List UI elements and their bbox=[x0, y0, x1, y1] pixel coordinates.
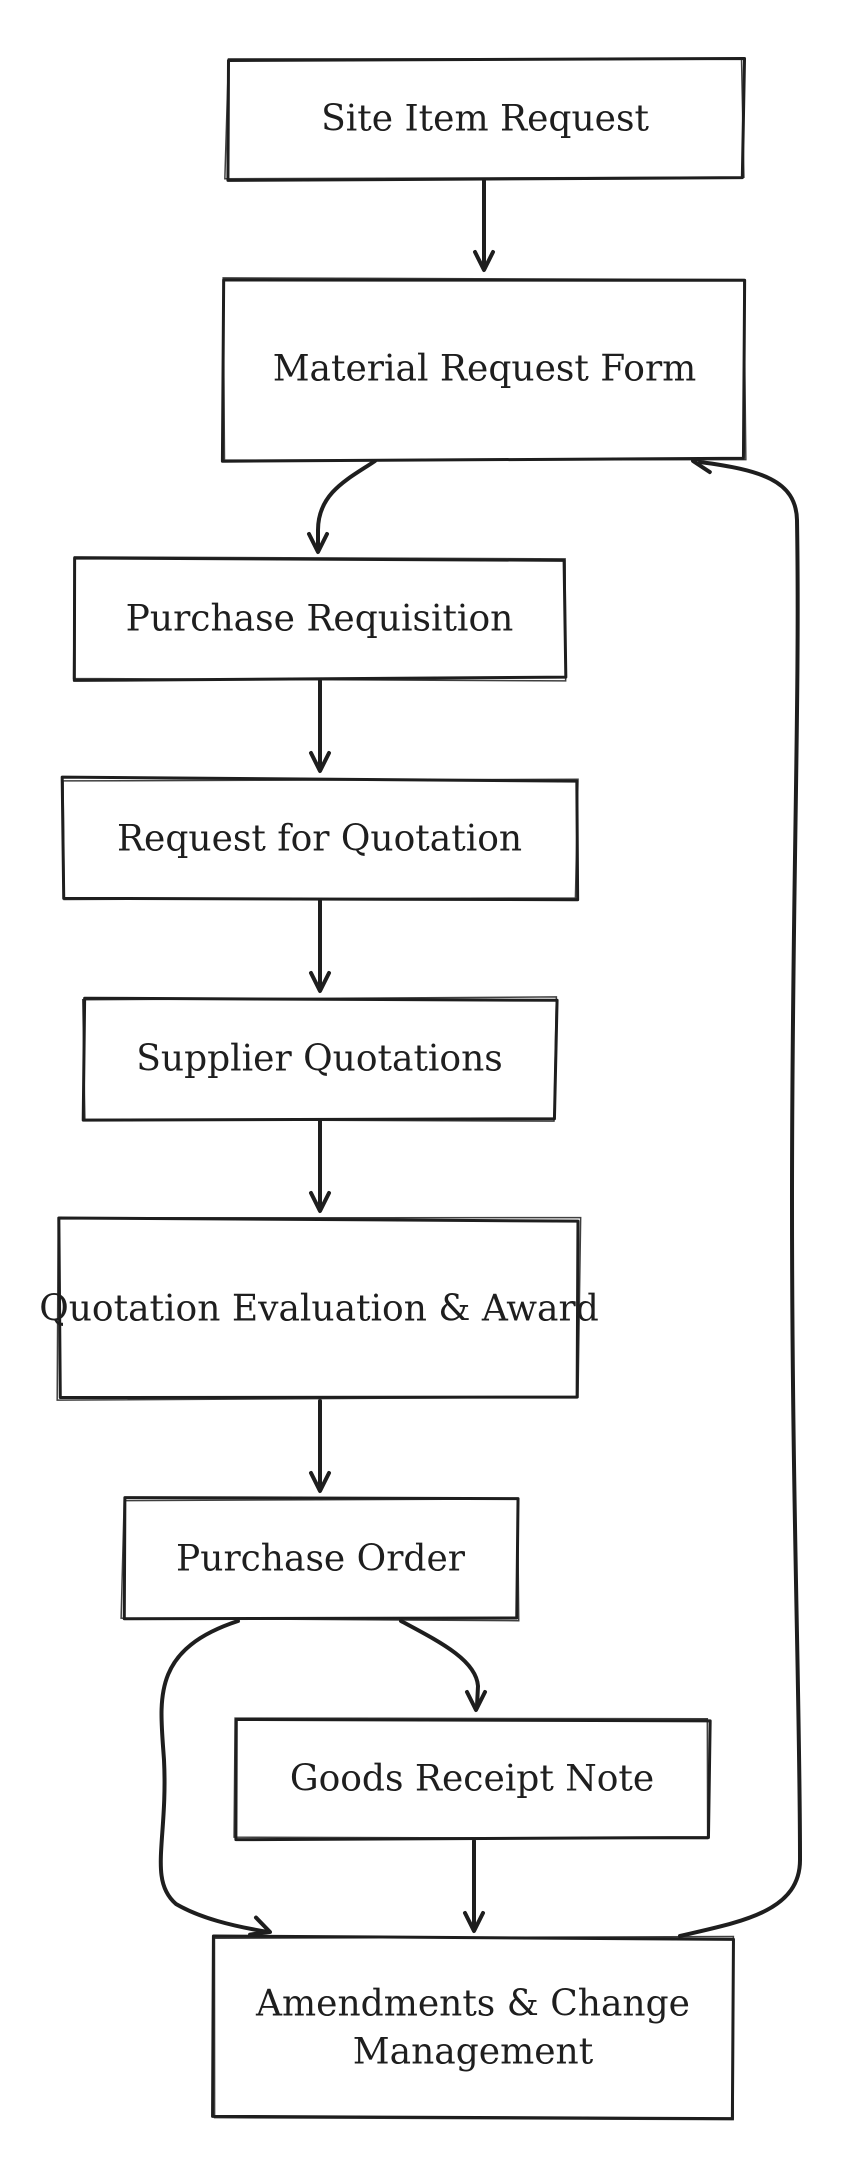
edge-quotation-evaluation-award-to-purchase-order bbox=[309, 1399, 331, 1493]
node-box-sketch-stroke bbox=[56, 1216, 582, 1401]
node-purchase-order: Purchase Order bbox=[120, 1496, 520, 1622]
node-label: Material Request Form bbox=[273, 349, 697, 390]
edge-line bbox=[399, 1619, 480, 1708]
arrowhead-icon bbox=[473, 250, 495, 272]
edge-purchase-requisition-to-request-for-quotation bbox=[309, 679, 331, 773]
arrowhead-icon bbox=[463, 1911, 485, 1933]
node-label: Purchase Order bbox=[176, 1539, 466, 1580]
edge-site-item-request-to-material-request-form bbox=[473, 179, 495, 272]
arrowhead-icon bbox=[309, 1471, 331, 1493]
edge-line bbox=[678, 460, 802, 1938]
node-quotation-evaluation-award: Quotation Evaluation & Award bbox=[39, 1216, 599, 1401]
node-label: Amendments & Change bbox=[255, 1984, 690, 2025]
edge-line bbox=[316, 459, 377, 550]
arrowhead-icon bbox=[309, 971, 331, 993]
edge-purchase-order-to-amendments-change-management bbox=[158, 1619, 272, 1937]
node-site-item-request: Site Item Request bbox=[224, 56, 747, 182]
node-label: Site Item Request bbox=[321, 99, 649, 140]
node-box bbox=[220, 278, 747, 463]
edge-material-request-form-to-purchase-requisition bbox=[307, 459, 377, 554]
node-box-sketch-stroke bbox=[120, 1498, 520, 1622]
node-box bbox=[234, 1717, 712, 1842]
arrowhead-icon bbox=[307, 532, 329, 554]
node-goods-receipt-note: Goods Receipt Note bbox=[233, 1717, 712, 1842]
node-box-sketch-stroke bbox=[72, 556, 567, 682]
node-label: Quotation Evaluation & Award bbox=[39, 1289, 599, 1330]
node-box bbox=[122, 1496, 520, 1621]
node-box-sketch-stroke bbox=[213, 1935, 735, 2121]
node-purchase-requisition: Purchase Requisition bbox=[72, 556, 568, 682]
arrowhead-icon bbox=[309, 1191, 331, 1213]
node-label: Supplier Quotations bbox=[136, 1039, 503, 1080]
node-material-request-form: Material Request Form bbox=[220, 277, 747, 463]
node-box bbox=[211, 1934, 735, 2121]
node-box-sketch-stroke bbox=[62, 778, 579, 901]
node-box-sketch-stroke bbox=[224, 58, 745, 180]
edge-goods-receipt-note-to-amendments-change-management bbox=[463, 1839, 485, 1933]
edge-supplier-quotations-to-quotation-evaluation-award bbox=[309, 1119, 331, 1213]
node-label: Request for Quotation bbox=[117, 819, 522, 860]
edges-layer bbox=[158, 179, 802, 1938]
node-supplier-quotations: Supplier Quotations bbox=[81, 996, 559, 1122]
edge-purchase-order-to-goods-receipt-note bbox=[399, 1619, 487, 1712]
edge-line bbox=[158, 1619, 270, 1934]
node-label: Purchase Requisition bbox=[126, 599, 514, 640]
node-label: Goods Receipt Note bbox=[290, 1759, 654, 1800]
node-box-sketch-stroke bbox=[222, 277, 747, 461]
node-request-for-quotation: Request for Quotation bbox=[60, 775, 580, 902]
edge-amendments-change-management-to-material-request-form bbox=[678, 452, 802, 1938]
arrowhead-icon bbox=[465, 1690, 487, 1712]
arrowhead-icon bbox=[248, 1915, 272, 1937]
arrowhead-icon bbox=[309, 751, 331, 773]
edge-request-for-quotation-to-supplier-quotations bbox=[309, 899, 331, 993]
node-box-sketch-stroke bbox=[233, 1717, 709, 1840]
node-label: Management bbox=[353, 2032, 594, 2073]
node-box-sketch-stroke bbox=[81, 996, 558, 1122]
